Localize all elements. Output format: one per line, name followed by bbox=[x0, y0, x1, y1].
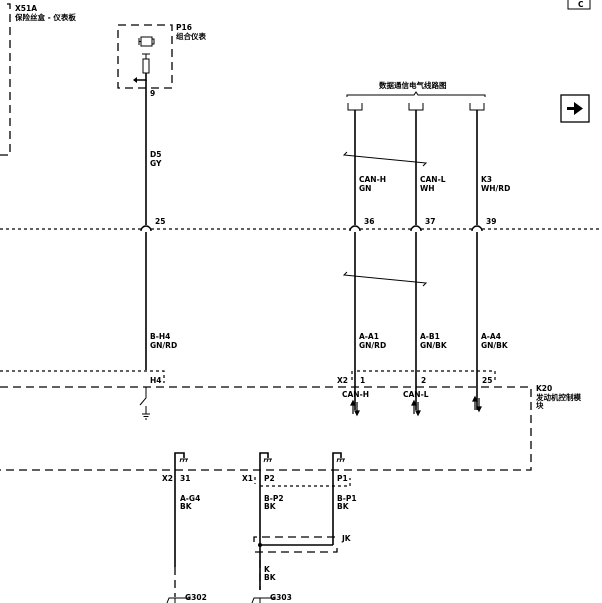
wire-color: GN/BK bbox=[481, 341, 509, 350]
x51a-name: 保险丝盒 - 仪表板 bbox=[14, 12, 76, 22]
twisted-pair-marker bbox=[342, 151, 428, 167]
connector-id: X2 bbox=[337, 376, 348, 385]
next-page-button[interactable] bbox=[560, 94, 590, 123]
twisted-pair-marker bbox=[342, 271, 428, 287]
ground-icon bbox=[142, 413, 150, 420]
wire-color: BK bbox=[264, 502, 277, 511]
wire-label: A-B1 bbox=[420, 332, 440, 341]
ground-wires: X2 31 X1 P2 P1 A-G4 BK B-P2 BK B-P1 BK J… bbox=[162, 452, 357, 603]
wire-label: CAN-H bbox=[359, 175, 386, 184]
wire-color: BK bbox=[337, 502, 350, 511]
pin-number: 39 bbox=[486, 217, 496, 226]
wire-label: A-A1 bbox=[359, 332, 379, 341]
pin-number: 1 bbox=[360, 376, 365, 385]
page-ref-box[interactable]: C bbox=[567, 0, 591, 10]
k20-name: 发动机控制模 bbox=[535, 392, 581, 402]
pin-number: 2 bbox=[421, 376, 426, 385]
p16-id: P16 bbox=[176, 23, 192, 32]
wire-color: GN bbox=[359, 184, 371, 193]
p16-pin: 9 bbox=[150, 89, 155, 98]
arrow-right-icon bbox=[567, 102, 583, 115]
k20-name: 块 bbox=[536, 400, 544, 410]
instrument-cluster-p16: P16 组合仪表 9 bbox=[117, 23, 206, 98]
pin-number: P2 bbox=[264, 474, 275, 483]
wire-color: GN/BK bbox=[420, 341, 448, 350]
pin-number: 37 bbox=[425, 217, 435, 226]
x51a-id: X51A bbox=[15, 4, 37, 13]
wire-label: D5 bbox=[150, 150, 161, 159]
wire-color: GN/RD bbox=[359, 341, 386, 350]
wire-label: K bbox=[264, 565, 271, 574]
wire-label: A-G4 bbox=[180, 494, 200, 503]
connector-pin-arcs bbox=[140, 225, 483, 232]
data-comm-label: 数据通信电气线路图 bbox=[379, 80, 447, 90]
pin-number: H4 bbox=[150, 376, 162, 385]
wire-color: GY bbox=[150, 159, 162, 168]
p16-name: 组合仪表 bbox=[176, 31, 206, 41]
pin-number: 36 bbox=[364, 217, 374, 226]
switch-icon bbox=[139, 387, 147, 414]
ground-g302-label: G302 bbox=[185, 593, 207, 602]
wire-color: BK bbox=[264, 573, 277, 582]
bidirectional-arrow-icon bbox=[350, 395, 482, 417]
k20-id: K20 bbox=[536, 384, 552, 393]
wire-color: GN/RD bbox=[150, 341, 177, 350]
pin-number: 31 bbox=[180, 474, 190, 483]
check-engine-icon bbox=[138, 36, 155, 47]
wire-color: BK bbox=[180, 502, 193, 511]
pin-number: P1 bbox=[337, 474, 348, 483]
fuse-box-x51a: X51A 保险丝盒 - 仪表板 bbox=[0, 3, 76, 156]
pin-number: 25 bbox=[155, 217, 165, 226]
page-ref-label: C bbox=[578, 0, 584, 9]
ground-g303-label: G303 bbox=[270, 593, 292, 602]
splice-jk-label: JK bbox=[341, 534, 352, 543]
data-comm-reference[interactable]: 数据通信电气线路图 bbox=[346, 80, 486, 111]
wire-label: B-P2 bbox=[264, 494, 284, 503]
wire-label: B-P1 bbox=[337, 494, 357, 503]
connector-id: X1 bbox=[242, 474, 253, 483]
signal-label: CAN-H bbox=[342, 390, 369, 399]
connector-id: X2 bbox=[162, 474, 173, 483]
wire-label: K3 bbox=[481, 175, 492, 184]
signal-label: CAN-L bbox=[403, 390, 429, 399]
wire-color: WH bbox=[420, 184, 435, 193]
wire-color: WH/RD bbox=[481, 184, 510, 193]
pin-number: 25 bbox=[482, 376, 492, 385]
wire-label: B-H4 bbox=[150, 332, 170, 341]
engine-control-module-k20: H4 X2 1 2 25 K20 发动机控制模 块 CAN-H CAN-L bbox=[0, 370, 581, 471]
wire-label: CAN-L bbox=[420, 175, 446, 184]
wire-label: A-A4 bbox=[481, 332, 501, 341]
